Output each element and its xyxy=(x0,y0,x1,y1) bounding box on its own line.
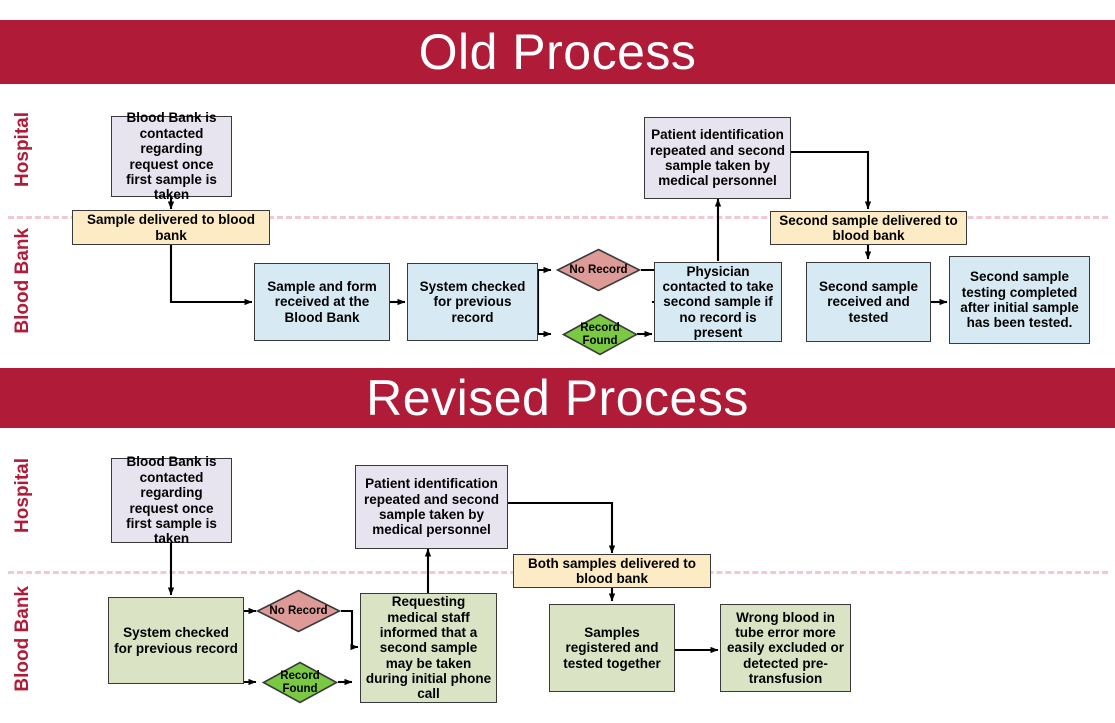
decision-label: No Record xyxy=(569,263,628,276)
decision-old-no-record[interactable]: No Record xyxy=(556,248,641,292)
decision-old-record-found[interactable]: Record Found xyxy=(562,313,638,356)
rev-lane-label-hospital: Hospital xyxy=(12,458,33,533)
node-old-physician-contacted[interactable]: Physician contacted to take second sampl… xyxy=(654,262,782,342)
diamond-shape-icon xyxy=(556,248,641,292)
old-lane-divider xyxy=(8,216,1108,219)
node-rev-blood-bank-contacted[interactable]: Blood Bank is contacted regarding reques… xyxy=(111,454,232,546)
decision-label: No Record xyxy=(269,604,328,617)
node-rev-both-samples-delivered[interactable]: Both samples delivered to blood bank xyxy=(513,554,711,588)
node-text: Sample delivered to blood bank xyxy=(86,212,256,243)
node-text: Blood Bank is contacted regarding reques… xyxy=(126,110,217,203)
node-text: Physician contacted to take second sampl… xyxy=(662,263,774,341)
node-text: Patient identification repeated and seco… xyxy=(363,476,500,538)
decision-rev-no-record[interactable]: No Record xyxy=(256,589,341,633)
node-text: Second sample testing completed after in… xyxy=(960,269,1079,331)
old-process-title: Old Process xyxy=(418,24,697,80)
node-text: Second sample received and tested xyxy=(818,278,919,325)
node-text: Samples registered and tested together xyxy=(563,624,661,671)
node-rev-wrong-blood-excluded[interactable]: Wrong blood in tube error more easily ex… xyxy=(720,604,851,692)
node-text: System checked for previous record xyxy=(419,278,526,325)
node-text: Wrong blood in tube error more easily ex… xyxy=(726,609,845,687)
node-old-patient-id-repeated[interactable]: Patient identification repeated and seco… xyxy=(644,117,791,199)
revised-process-banner: Revised Process xyxy=(0,368,1115,428)
diamond-shape-icon xyxy=(256,589,341,633)
rev-lane-label-blood-bank: Blood Bank xyxy=(12,586,33,692)
decision-label: Record Found xyxy=(580,322,620,347)
node-text: Patient identification repeated and seco… xyxy=(649,127,786,189)
node-old-blood-bank-contacted[interactable]: Blood Bank is contacted regarding reques… xyxy=(111,110,232,202)
node-old-sample-form-received[interactable]: Sample and form received at the Blood Ba… xyxy=(254,263,390,341)
old-process-banner: Old Process xyxy=(0,20,1115,84)
node-text: System checked for previous record xyxy=(114,625,238,656)
node-old-second-sample-received[interactable]: Second sample received and tested xyxy=(806,262,931,342)
node-rev-patient-id-repeated[interactable]: Patient identification repeated and seco… xyxy=(355,465,508,549)
old-lane-label-blood-bank: Blood Bank xyxy=(12,228,33,334)
node-rev-samples-registered[interactable]: Samples registered and tested together xyxy=(549,604,675,692)
diamond-shape-icon xyxy=(262,661,338,704)
node-text: Blood Bank is contacted regarding reques… xyxy=(126,454,217,547)
node-text: Both samples delivered to blood bank xyxy=(527,555,697,586)
old-lane-label-hospital: Hospital xyxy=(12,112,33,187)
decision-rev-record-found[interactable]: Record Found xyxy=(262,661,338,704)
node-old-sample-delivered[interactable]: Sample delivered to blood bank xyxy=(72,210,270,245)
node-old-second-sample-testing[interactable]: Second sample testing completed after in… xyxy=(949,256,1090,344)
node-text: Second sample delivered to blood bank xyxy=(779,212,958,243)
revised-process-title: Revised Process xyxy=(366,370,749,426)
node-rev-system-checked[interactable]: System checked for previous record xyxy=(108,597,244,684)
node-old-system-checked[interactable]: System checked for previous record xyxy=(407,263,538,341)
node-old-second-sample-delivered[interactable]: Second sample delivered to blood bank xyxy=(770,211,967,245)
decision-label: Record Found xyxy=(280,670,320,695)
node-text: Sample and form received at the Blood Ba… xyxy=(267,278,377,325)
node-rev-requesting-staff-informed[interactable]: Requesting medical staff informed that a… xyxy=(360,593,497,703)
node-text: Requesting medical staff informed that a… xyxy=(365,594,492,702)
diamond-shape-icon xyxy=(562,313,638,356)
